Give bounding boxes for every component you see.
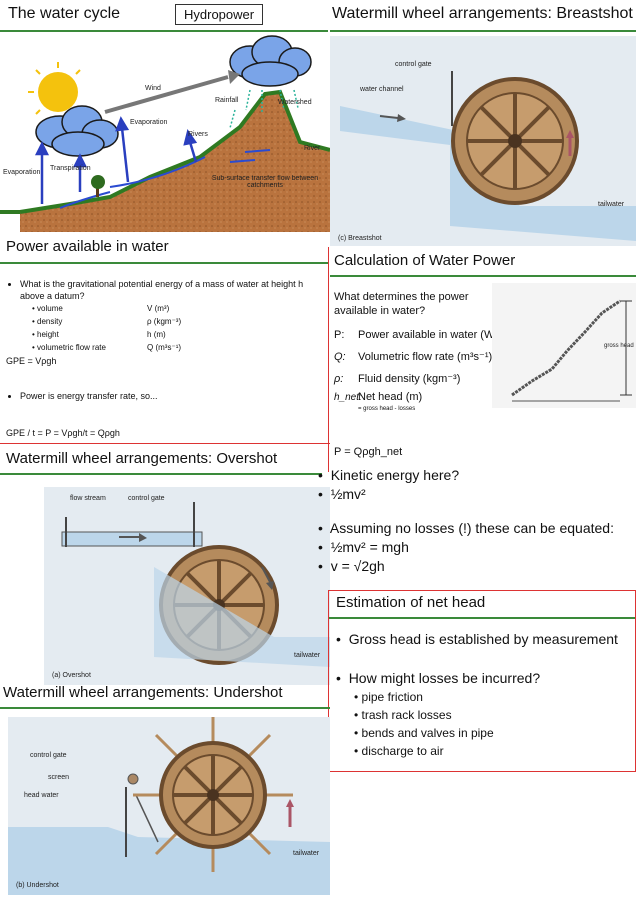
label-rainfall: Rainfall — [215, 97, 239, 104]
net-head-title: Estimation of net head — [336, 594, 486, 611]
gross-head-diagram: gross head — [492, 283, 636, 408]
net-head-item: • How might losses be incurred? — [336, 670, 541, 686]
undershot-diagram: control gate screen head water tailwater… — [8, 717, 330, 895]
net-head-item: • Gross head is established by measureme… — [336, 631, 618, 647]
calculation-question: What determines the power available in w… — [334, 291, 469, 317]
undershot-tailwater: tailwater — [293, 850, 320, 857]
gross-head-label: gross head — [604, 343, 634, 349]
loss-item: • discharge to air — [354, 744, 444, 758]
breastshot-water-channel: water channel — [359, 86, 404, 93]
breastshot-title: Watermill wheel arrangements: Breastshot — [332, 5, 633, 22]
label-watershed: Watershed — [278, 99, 312, 106]
power-question: What is the gravitational potential ener… — [20, 278, 326, 302]
kinetic-item: • ½mv² — [318, 486, 366, 502]
overshot-flow-stream: flow stream — [70, 495, 106, 502]
loss-item: • pipe friction — [354, 690, 423, 704]
calc-row-flow: Q:Volumetric flow rate (m³s⁻¹) — [334, 351, 493, 363]
loss-item: • bends and valves in pipe — [354, 726, 494, 740]
breastshot-tailwater: tailwater — [598, 201, 625, 208]
water-cycle-title: The water cycle — [8, 5, 121, 22]
breastshot-diagram: control gate water channel tailwater (c)… — [330, 36, 636, 246]
label-evaporation: Evaporation — [130, 119, 167, 126]
label-rivers: Rivers — [188, 131, 208, 138]
calculation-title: Calculation of Water Power — [334, 252, 516, 269]
overshot-title: Watermill wheel arrangements: Overshot — [6, 450, 278, 467]
kinetic-item: • Assuming no losses (!) these can be eq… — [318, 520, 614, 536]
loss-item: • trash rack losses — [354, 708, 452, 722]
undershot-caption: (b) Undershot — [16, 882, 59, 889]
label-river: River — [304, 145, 321, 152]
label-wind: Wind — [145, 85, 161, 92]
undershot-title: Watermill wheel arrangements: Undershot — [3, 684, 283, 701]
breastshot-control-gate: control gate — [395, 61, 432, 68]
power-rate-note: Power is energy transfer rate, so... — [20, 390, 326, 402]
calc-row-power: P:Power available in water (W) — [334, 329, 498, 341]
overshot-tailwater: tailwater — [294, 652, 321, 659]
undershot-head-water: head water — [24, 792, 59, 799]
net-head-note: = gross head - losses — [358, 406, 416, 412]
gpe-formula: GPE = Vρgh — [6, 356, 57, 366]
calc-row-head: h_net:Net head (m) — [334, 391, 423, 403]
kinetic-item: • ½mv² = mgh — [318, 539, 409, 555]
undershot-screen: screen — [48, 774, 69, 781]
breastshot-caption: (c) Breastshot — [338, 235, 382, 242]
kinetic-item: • v = √2gh — [318, 558, 385, 574]
water-cycle-diagram: Wind Rainfall Watershed Evaporation Rive… — [0, 32, 330, 232]
label-subsurface: Sub-surface transfer flow between catchm… — [211, 175, 319, 189]
calc-row-density: ρ:Fluid density (kgm⁻³) — [334, 373, 461, 385]
water-power-formula: P = Qρgh_net — [334, 446, 403, 458]
power-available-title: Power available in water — [6, 238, 169, 255]
overshot-caption: (a) Overshot — [52, 672, 91, 679]
kinetic-item: • Kinetic energy here? — [318, 467, 460, 483]
power-formula: GPE / t = P = Vρgh/t = Qρgh — [6, 428, 120, 438]
label-evaporation-left: Evaporation — [3, 169, 40, 176]
undershot-control-gate: control gate — [30, 752, 67, 759]
hydropower-badge: Hydropower — [175, 4, 264, 25]
label-transpiration: Transpiration — [50, 165, 91, 172]
overshot-diagram: flow stream control gate tailwater (a) O… — [44, 487, 330, 685]
overshot-control-gate: control gate — [128, 495, 165, 502]
